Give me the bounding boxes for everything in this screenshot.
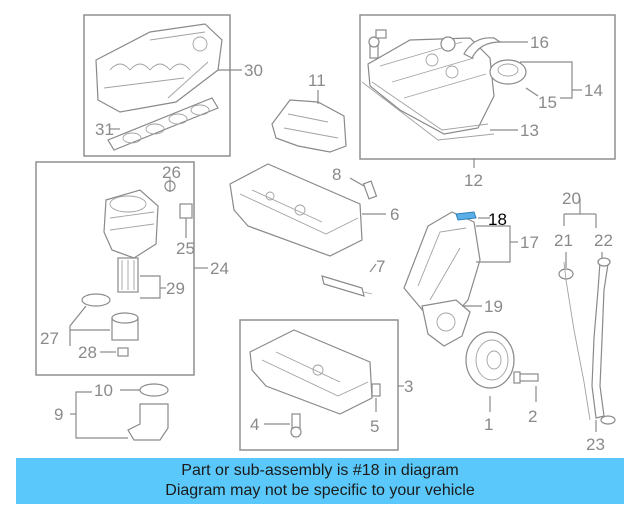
- callout-15: 15: [538, 93, 557, 112]
- filter-cap-drawing: [111, 312, 139, 341]
- callout-13: 13: [520, 121, 539, 140]
- banner-line-2: Diagram may not be specific to your vehi…: [165, 482, 475, 499]
- lower-oil-pan-drawing: [249, 329, 373, 415]
- intake-manifold-drawing: [95, 23, 223, 113]
- oil-sensor-drawing: [362, 180, 378, 200]
- callout-17: 17: [520, 233, 539, 252]
- oil-filter-element-drawing: [117, 257, 139, 293]
- callout-6: 6: [390, 205, 399, 224]
- callout-20: 20: [562, 189, 581, 208]
- part-18-highlighted-drawing: [455, 211, 477, 221]
- sealant-tube-drawing: [321, 275, 373, 297]
- callout-16: 16: [530, 33, 549, 52]
- callout-10: 10: [94, 381, 113, 400]
- seal-drawing: [164, 180, 193, 219]
- callout-8: 8: [332, 165, 341, 184]
- callout-21: 21: [554, 231, 573, 250]
- callout-5: 5: [370, 417, 379, 436]
- callout-28: 28: [78, 343, 97, 362]
- intake-gasket-drawing: [107, 97, 219, 151]
- info-banner: Part or sub-assembly is #18 in diagram D…: [16, 458, 624, 504]
- small-bolt-drawing: [368, 29, 387, 59]
- pulley-bolt-drawing: [513, 371, 539, 384]
- valve-cover-gasket-drawing: [361, 81, 495, 141]
- callout-25: 25: [176, 239, 195, 258]
- callout-30: 30: [244, 61, 263, 80]
- drain-plug-drawing: [117, 347, 129, 357]
- o-ring-drawing: [81, 293, 111, 307]
- upper-oil-pan-drawing: [229, 163, 363, 257]
- oil-cap-drawing: [489, 59, 527, 85]
- callout-1: 1: [484, 415, 493, 434]
- callout-2: 2: [528, 407, 537, 426]
- callout-11: 11: [308, 71, 326, 90]
- heat-shield-drawing: [271, 99, 347, 153]
- callout-9: 9: [54, 405, 63, 424]
- oil-filter-box: [35, 161, 195, 376]
- callout-26: 26: [162, 163, 181, 182]
- callout-7: 7: [376, 257, 385, 276]
- drain-bolt-drawing: [290, 383, 381, 438]
- callout-23: 23: [586, 435, 605, 454]
- callout-27: 27: [40, 329, 59, 348]
- callout-31: 31: [95, 120, 114, 139]
- crank-pulley-drawing: [465, 331, 515, 389]
- callout-4: 4: [250, 415, 259, 434]
- parts-diagram: 30 31 16 14 15 13 12 11: [35, 14, 616, 454]
- callout-19: 19: [484, 297, 503, 316]
- intake-manifold-box: [83, 14, 231, 157]
- valve-cover-box: [359, 14, 616, 160]
- banner-line-1: Part or sub-assembly is #18 in diagram: [181, 462, 459, 479]
- callout-14: 14: [584, 81, 603, 100]
- callout-24: 24: [210, 259, 229, 278]
- callout-3: 3: [404, 377, 413, 396]
- adapter-drawing: [127, 383, 169, 441]
- lower-oil-pan-box: [239, 319, 399, 451]
- callout-12: 12: [464, 171, 483, 190]
- callout-18-highlighted: 18: [488, 210, 507, 229]
- callout-29: 29: [166, 279, 185, 298]
- lower-cover-drawing: [421, 299, 471, 347]
- callout-22: 22: [594, 231, 613, 250]
- oil-filter-housing-drawing: [103, 189, 159, 259]
- dipstick-drawing: [558, 257, 616, 425]
